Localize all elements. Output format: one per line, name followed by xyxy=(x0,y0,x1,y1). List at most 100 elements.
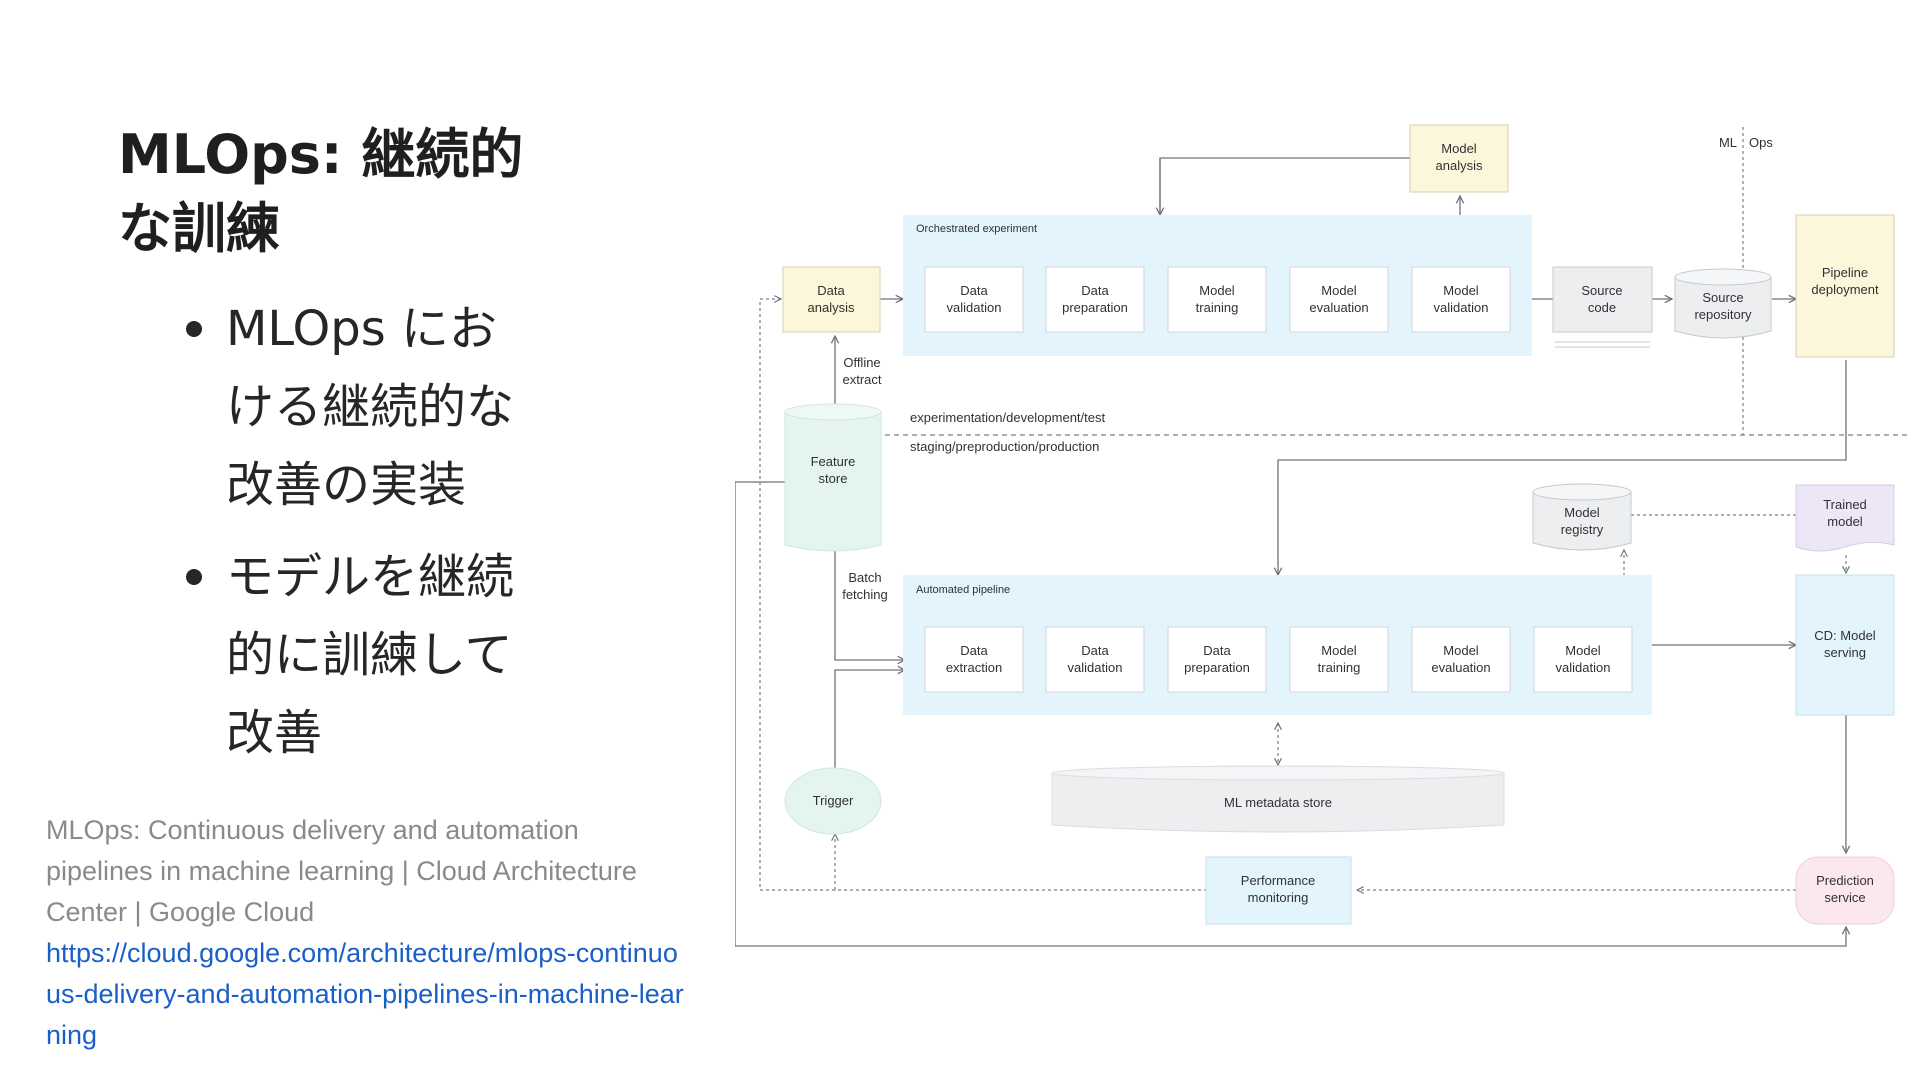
model-registry-cylinder: Model registry xyxy=(1532,483,1632,551)
env-top-label: experimentation/development/test xyxy=(910,410,1106,425)
slide-title-line: な訓練 xyxy=(118,197,280,260)
connector-arrow xyxy=(834,670,905,768)
pipeline-deployment-box: Pipeline deployment xyxy=(1795,214,1895,358)
node-label: validation xyxy=(947,300,1002,315)
connector-arrow xyxy=(735,481,1846,947)
trigger-node: Trigger xyxy=(784,767,882,835)
node-label: training xyxy=(1196,300,1239,315)
node-label: Data xyxy=(960,643,988,658)
cd-model-serving-box: CD: Model serving xyxy=(1795,574,1895,716)
node-label: validation xyxy=(1068,660,1123,675)
bullet-line: モデルを継続 xyxy=(226,549,515,605)
batch-fetching-label: fetching xyxy=(842,587,888,602)
node-label: registry xyxy=(1561,522,1604,537)
bullet-line: 的に訓練して xyxy=(226,627,513,683)
node-label: CD: Model xyxy=(1814,628,1876,643)
data-analysis-box: Data analysis xyxy=(782,266,881,333)
node-label: store xyxy=(819,471,848,486)
automated-pipeline-panel xyxy=(903,575,1652,715)
node-label: Model xyxy=(1321,283,1357,298)
automated-pipeline-label: Automated pipeline xyxy=(916,584,1010,596)
node-label: Data xyxy=(1081,283,1109,298)
node-label: Model xyxy=(1199,283,1235,298)
node-label: serving xyxy=(1824,645,1866,660)
node-label: Pipeline xyxy=(1822,265,1868,280)
node-label: Model xyxy=(1443,643,1479,658)
pipeline-step-data-extraction: Data extraction xyxy=(924,626,1024,693)
bullet-dot-icon xyxy=(186,321,202,337)
node-label: Model xyxy=(1321,643,1357,658)
bullet-item: MLOps にお ける継続的な 改善の実装 xyxy=(186,290,566,524)
batch-fetching-label: Batch xyxy=(848,570,881,585)
offline-extract-label: Offline xyxy=(843,355,880,370)
experiment-step-data-preparation: Data preparation xyxy=(1045,266,1145,333)
node-label: Source xyxy=(1581,283,1622,298)
node-label: evaluation xyxy=(1309,300,1368,315)
node-label: repository xyxy=(1694,307,1752,322)
reference: MLOps: Continuous delivery and automatio… xyxy=(46,810,686,1056)
bullet-line: MLOps にお xyxy=(226,301,497,357)
slide-title-line: MLOps: 継続的 xyxy=(118,123,524,186)
model-analysis-box: Model analysis xyxy=(1409,124,1509,193)
pipeline-step-model-validation: Model validation xyxy=(1533,626,1633,693)
node-label: code xyxy=(1588,300,1616,315)
performance-monitoring-box: Performance monitoring xyxy=(1205,856,1352,925)
prediction-service-node: Prediction service xyxy=(1795,856,1895,925)
reference-text: MLOps: Continuous delivery and automatio… xyxy=(46,815,637,927)
node-label: Feature xyxy=(811,454,856,469)
node-label: deployment xyxy=(1811,282,1879,297)
pipeline-step-data-validation: Data validation xyxy=(1045,626,1145,693)
experiment-step-model-training: Model training xyxy=(1167,266,1267,333)
node-label: Model xyxy=(1441,141,1477,156)
node-label: Data xyxy=(1081,643,1109,658)
env-bottom-label: staging/preproduction/production xyxy=(910,439,1099,454)
orchestrated-experiment-label: Orchestrated experiment xyxy=(916,223,1037,235)
experiment-step-model-validation: Model validation xyxy=(1411,266,1511,333)
bullet-item: モデルを継続 的に訓練して 改善 xyxy=(186,538,566,772)
node-label: Model xyxy=(1564,505,1600,520)
node-label: service xyxy=(1824,890,1865,905)
bullet-line: ける継続的な xyxy=(226,379,515,435)
slide-title: MLOps: 継続的 な訓練 xyxy=(118,118,578,266)
source-code-box: Source code xyxy=(1552,266,1653,348)
node-label: ML metadata store xyxy=(1224,795,1332,810)
node-label: Model xyxy=(1443,283,1479,298)
bullet-list: MLOps にお ける継続的な 改善の実装 モデルを継続 的に訓練して 改善 xyxy=(186,290,566,786)
node-label: preparation xyxy=(1062,300,1128,315)
node-label: validation xyxy=(1556,660,1611,675)
node-label: Prediction xyxy=(1816,873,1874,888)
node-label: extraction xyxy=(946,660,1002,675)
node-label: Data xyxy=(817,283,845,298)
node-label: Data xyxy=(1203,643,1231,658)
pipeline-step-model-evaluation: Model evaluation xyxy=(1411,626,1511,693)
pipeline-step-data-preparation: Data preparation xyxy=(1167,626,1267,693)
offline-extract-label: extract xyxy=(842,372,881,387)
node-label: Performance xyxy=(1241,873,1315,888)
bullet-line: 改善 xyxy=(226,705,323,761)
node-label: Trained xyxy=(1823,497,1867,512)
node-label: monitoring xyxy=(1248,890,1309,905)
ops-label: Ops xyxy=(1749,135,1773,150)
node-label: evaluation xyxy=(1431,660,1490,675)
source-repository-cylinder: Source repository xyxy=(1674,268,1772,339)
mlops-diagram: ML Ops Orchestrated experiment Model ana… xyxy=(735,115,1910,970)
ml-metadata-store-cylinder: ML metadata store xyxy=(1051,765,1505,833)
bullet-dot-icon xyxy=(186,569,202,585)
reference-link[interactable]: https://cloud.google.com/architecture/ml… xyxy=(46,938,684,1050)
node-label: analysis xyxy=(808,300,855,315)
node-label: preparation xyxy=(1184,660,1250,675)
connector-arrow xyxy=(1278,360,1847,575)
experiment-step-model-evaluation: Model evaluation xyxy=(1289,266,1389,333)
ml-label: ML xyxy=(1719,135,1737,150)
dashed-arrow xyxy=(759,299,1207,891)
trained-model-box: Trained model xyxy=(1795,484,1895,552)
node-label: Data xyxy=(960,283,988,298)
node-label: analysis xyxy=(1436,158,1483,173)
experiment-step-data-validation: Data validation xyxy=(924,266,1024,333)
node-label: validation xyxy=(1434,300,1489,315)
node-label: training xyxy=(1318,660,1361,675)
node-label: model xyxy=(1827,514,1863,529)
node-label: Model xyxy=(1565,643,1601,658)
feature-store-cylinder: Feature store xyxy=(784,403,882,552)
connector-arrow xyxy=(834,550,905,660)
